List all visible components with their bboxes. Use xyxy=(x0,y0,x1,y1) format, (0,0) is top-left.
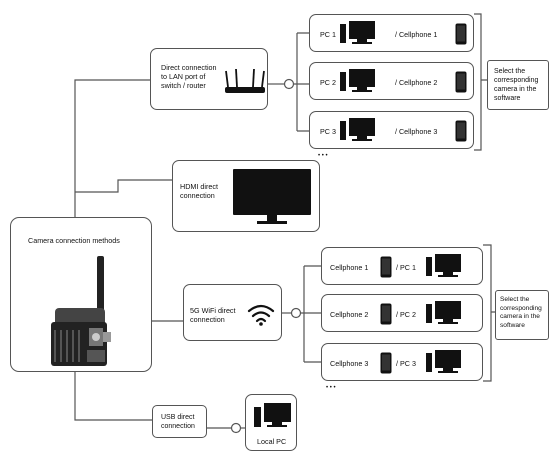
phone-icon xyxy=(455,71,467,93)
pc-icon xyxy=(340,118,375,141)
lan-phone-label: / Cellphone 2 xyxy=(395,78,438,87)
wifi-device-box: Cellphone 2 / PC 2 xyxy=(321,294,483,332)
wifi-phone-label: Cellphone 2 xyxy=(330,310,369,319)
wifi-connection-label: 5G WiFi direct connection xyxy=(190,306,236,324)
lan-bracket xyxy=(474,13,487,151)
lan-pc-label: PC 2 xyxy=(320,78,336,87)
lan-branch-line xyxy=(294,32,309,132)
phone-icon xyxy=(455,23,467,45)
wifi-note-box: Select the corresponding camera in the s… xyxy=(495,290,549,340)
pc-icon xyxy=(340,21,375,44)
phone-icon xyxy=(380,352,392,374)
lan-ellipsis: • • • xyxy=(318,153,328,159)
lan-device-box: PC 2 / Cellphone 2 xyxy=(309,62,474,100)
main-hub-title: Camera connection methods xyxy=(28,236,120,245)
main-hub-box: Camera connection methods xyxy=(10,217,152,372)
wifi-junction-node xyxy=(290,307,302,319)
lan-phone-label: / Cellphone 3 xyxy=(395,127,438,136)
wifi-pc-label: / PC 1 xyxy=(396,263,416,272)
lan-device-box: PC 3 / Cellphone 3 xyxy=(309,111,474,149)
lan-connection-label: Direct connection to LAN port of switch … xyxy=(161,63,217,90)
lan-phone-label: / Cellphone 1 xyxy=(395,30,438,39)
wifi-pc-label: / PC 3 xyxy=(396,359,416,368)
lan-pc-label: PC 3 xyxy=(320,127,336,136)
lan-device-box: PC 1 / Cellphone 1 xyxy=(309,14,474,52)
wifi-phone-label: Cellphone 3 xyxy=(330,359,369,368)
usb-line xyxy=(74,372,152,421)
hdmi-line xyxy=(75,179,172,193)
trunk-up-line xyxy=(74,79,150,217)
pc-icon xyxy=(340,69,375,92)
wifi-bracket xyxy=(483,244,495,382)
hdmi-connection-label: HDMI direct connection xyxy=(180,182,218,200)
phone-icon xyxy=(380,303,392,325)
lan-connection-box: Direct connection to LAN port of switch … xyxy=(150,48,268,110)
wifi-connection-box: 5G WiFi direct connection xyxy=(183,284,282,341)
lan-junction-node xyxy=(283,78,295,90)
monitor-icon xyxy=(233,169,311,224)
camera-icon xyxy=(51,256,111,366)
usb-connection-label: USB direct connection xyxy=(161,414,195,430)
wifi-pc-label: / PC 2 xyxy=(396,310,416,319)
wifi-ellipsis: • • • xyxy=(326,385,336,391)
phone-icon xyxy=(455,120,467,142)
wifi-device-box: Cellphone 1 / PC 1 xyxy=(321,247,483,285)
hdmi-connection-box: HDMI direct connection xyxy=(172,160,320,232)
wifi-branch-line xyxy=(301,265,321,363)
wifi-note-text: Select the corresponding camera in the s… xyxy=(500,296,542,329)
pc-icon xyxy=(426,301,461,324)
lan-note-box: Select the corresponding camera in the s… xyxy=(487,60,549,110)
router-icon xyxy=(225,68,265,93)
pc-icon xyxy=(426,254,461,277)
wifi-icon xyxy=(247,304,275,326)
pc-icon xyxy=(254,403,291,427)
pc-icon xyxy=(426,350,461,373)
local-pc-label: Local PC xyxy=(257,437,287,446)
lan-note-text: Select the corresponding camera in the s… xyxy=(494,68,539,102)
usb-connection-box: USB direct connection xyxy=(152,405,207,438)
usb-junction-node xyxy=(230,422,242,434)
lan-pc-label: PC 1 xyxy=(320,30,336,39)
wifi-device-box: Cellphone 3 / PC 3 xyxy=(321,343,483,381)
wifi-phone-label: Cellphone 1 xyxy=(330,263,369,272)
local-pc-box: Local PC xyxy=(245,394,297,451)
phone-icon xyxy=(380,256,392,278)
